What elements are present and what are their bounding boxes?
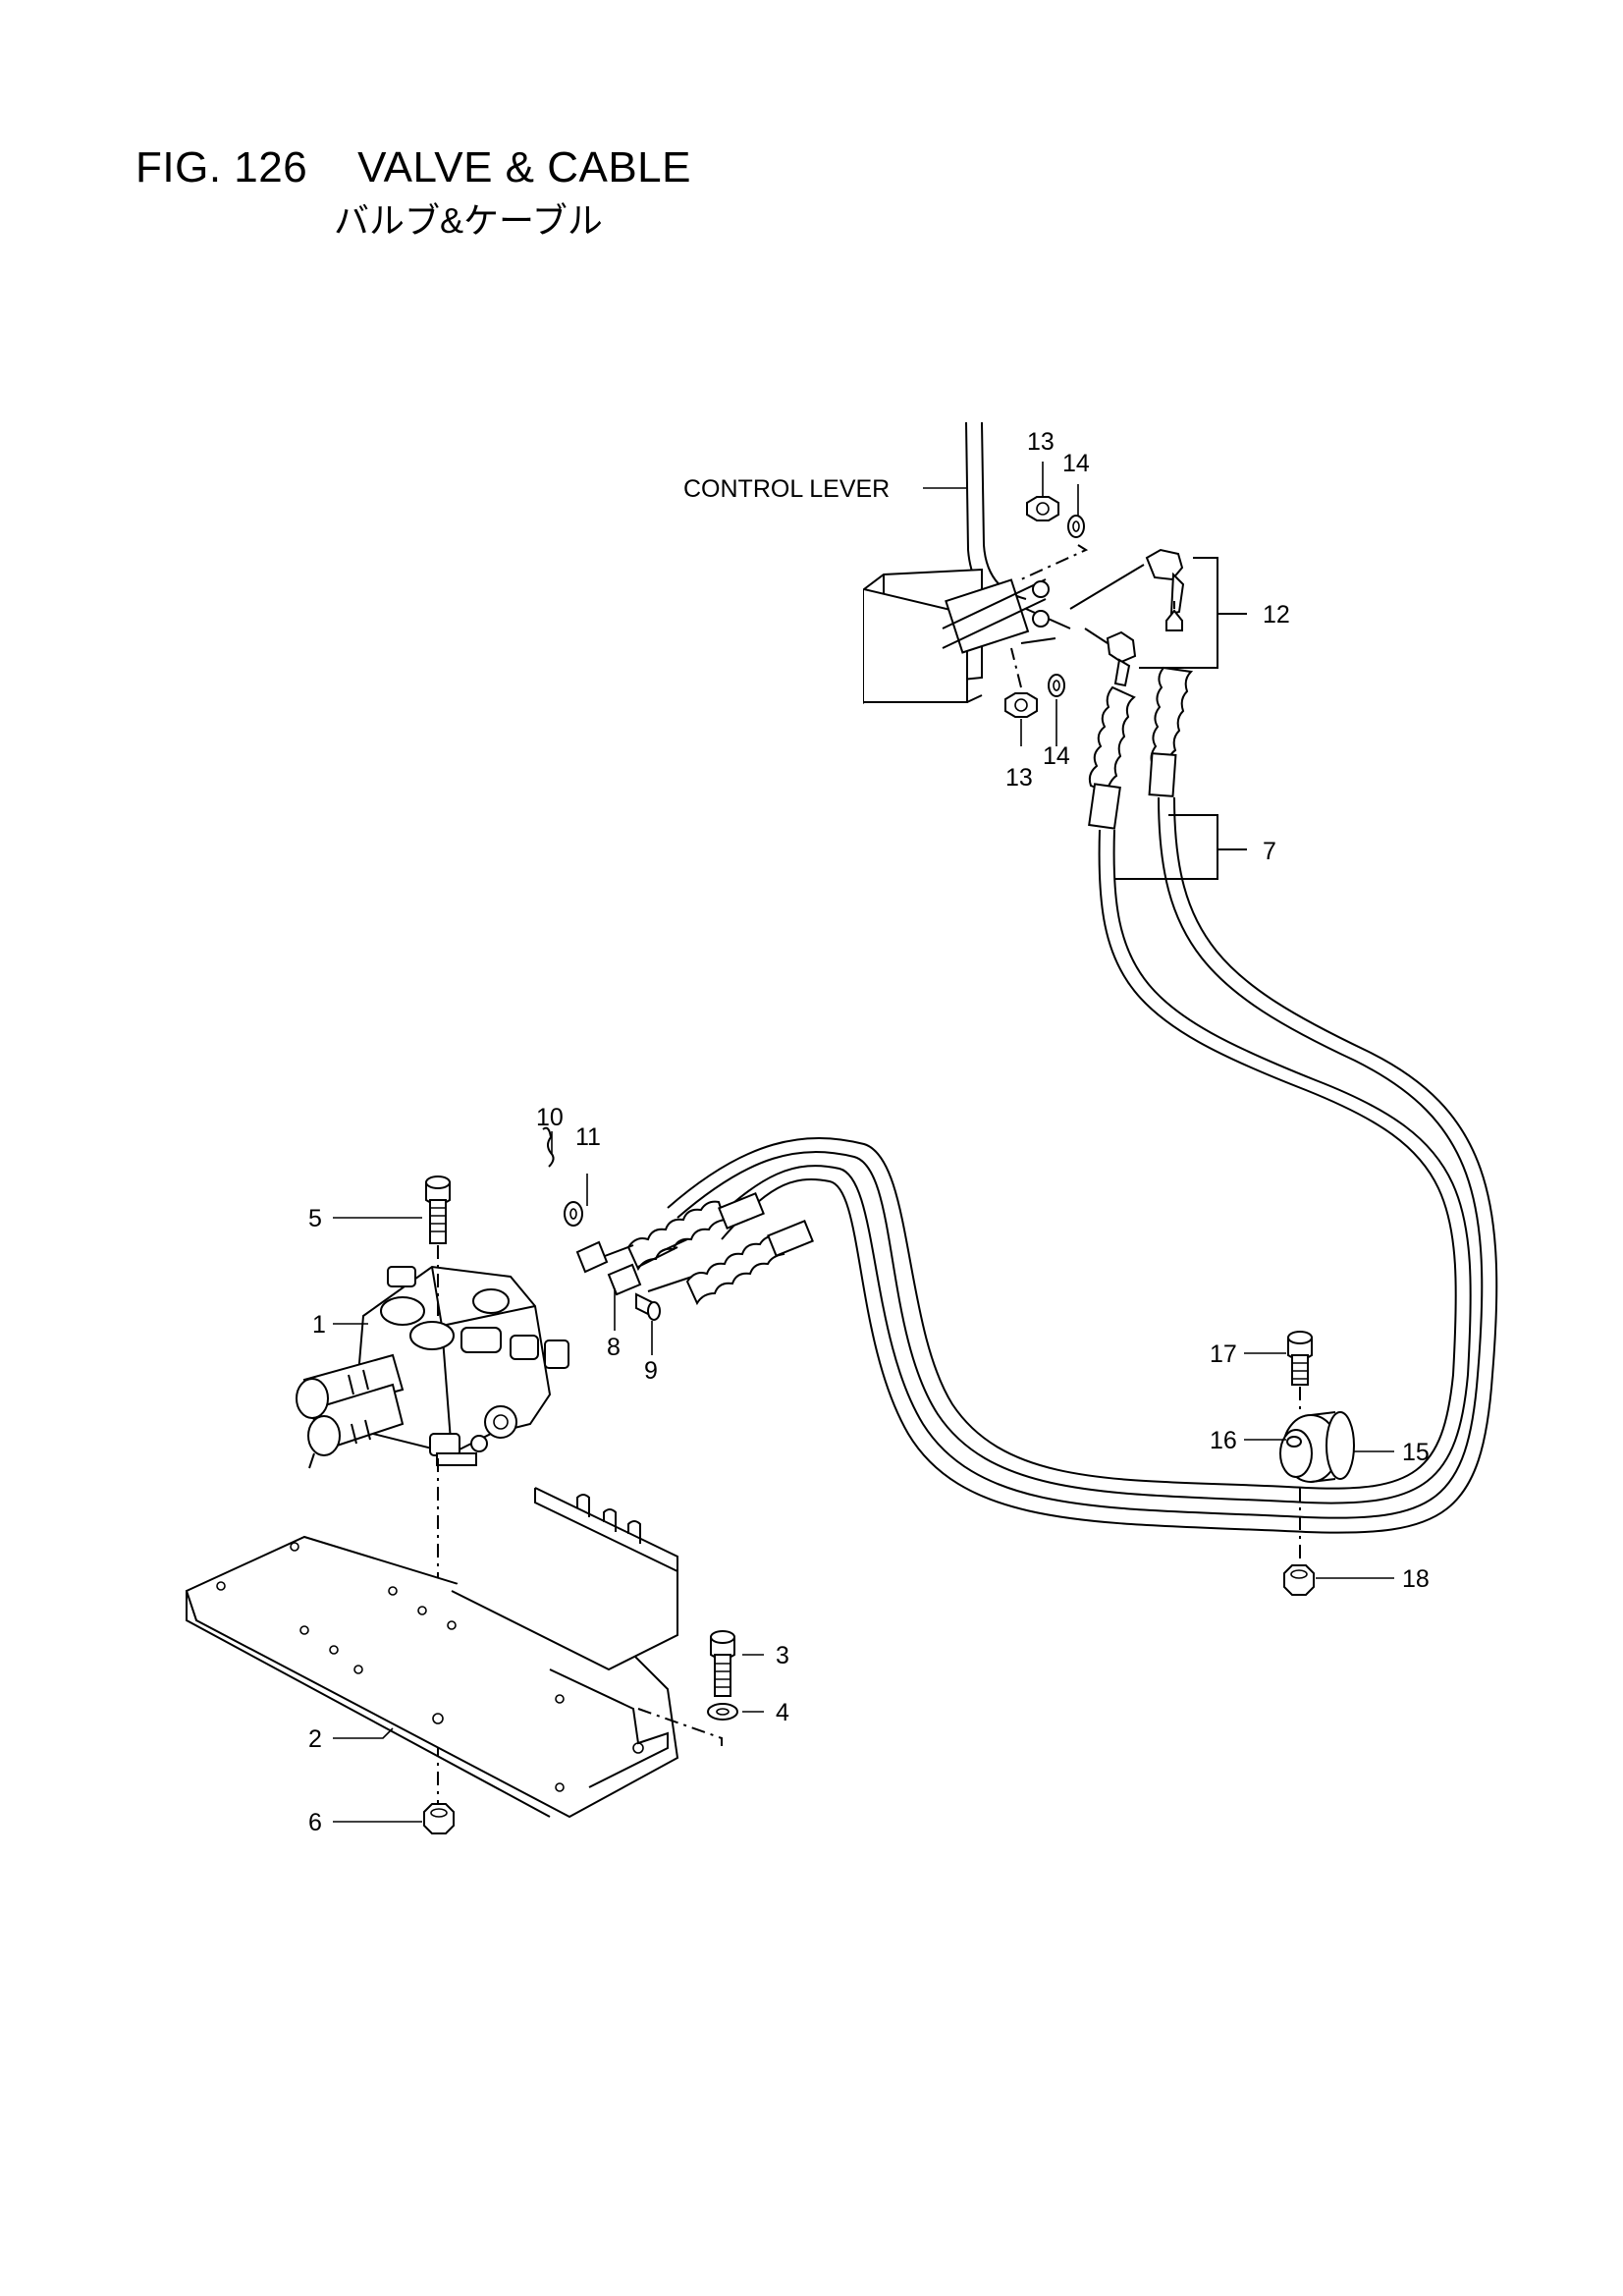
washer-11 xyxy=(564,1201,583,1227)
control-lever-label: CONTROL LEVER xyxy=(683,475,890,503)
callout-leaders xyxy=(333,462,1394,1823)
callout-11: 11 xyxy=(575,1123,601,1151)
callout-10: 10 xyxy=(536,1104,564,1131)
callout-13-upper: 13 xyxy=(1027,428,1055,456)
control-valve-1 xyxy=(296,1265,569,1469)
washer-4 xyxy=(707,1703,738,1721)
ball-joint-12-lower xyxy=(1084,628,1137,687)
washer-16 xyxy=(1286,1436,1302,1448)
clevis-8 xyxy=(575,1240,642,1296)
callout-1: 1 xyxy=(312,1311,326,1339)
callout-14-lower: 14 xyxy=(1043,742,1070,770)
mounting-plate-2 xyxy=(185,1487,679,1819)
nut-13-lower xyxy=(1004,692,1038,718)
clip-10 xyxy=(542,1126,555,1168)
callout-18: 18 xyxy=(1402,1565,1430,1593)
callout-4: 4 xyxy=(776,1699,789,1726)
callout-6: 6 xyxy=(308,1809,322,1836)
ball-joint-12-upper xyxy=(1069,548,1185,616)
callout-12: 12 xyxy=(1263,601,1290,629)
callout-17: 17 xyxy=(1210,1340,1237,1368)
callout-13-lower: 13 xyxy=(1005,764,1033,792)
washer-14-lower xyxy=(1048,674,1065,697)
control-cables-7 xyxy=(588,666,1498,1534)
callout-8: 8 xyxy=(607,1334,621,1361)
figure-subtitle: バルブ&ケーブル xyxy=(334,200,603,241)
nut-18 xyxy=(1283,1564,1315,1596)
figure-title: FIG. 126 VALVE & CABLE xyxy=(135,143,692,191)
callout-3: 3 xyxy=(776,1642,789,1669)
bolt-17 xyxy=(1287,1331,1313,1386)
bolt-3 xyxy=(710,1630,735,1697)
callout-7: 7 xyxy=(1263,838,1276,865)
callout-2: 2 xyxy=(308,1725,322,1753)
callout-15: 15 xyxy=(1402,1439,1430,1466)
callout-9: 9 xyxy=(644,1357,658,1385)
callout-5: 5 xyxy=(308,1205,322,1232)
nut-13-upper xyxy=(1026,496,1059,521)
nut-6 xyxy=(423,1803,455,1834)
pin-9 xyxy=(635,1292,661,1321)
washer-14-upper xyxy=(1067,515,1085,538)
control-lever-assembly xyxy=(863,421,1071,704)
callout-16: 16 xyxy=(1210,1427,1237,1454)
callout-14-upper: 14 xyxy=(1062,450,1090,477)
bolt-5 xyxy=(425,1175,451,1244)
